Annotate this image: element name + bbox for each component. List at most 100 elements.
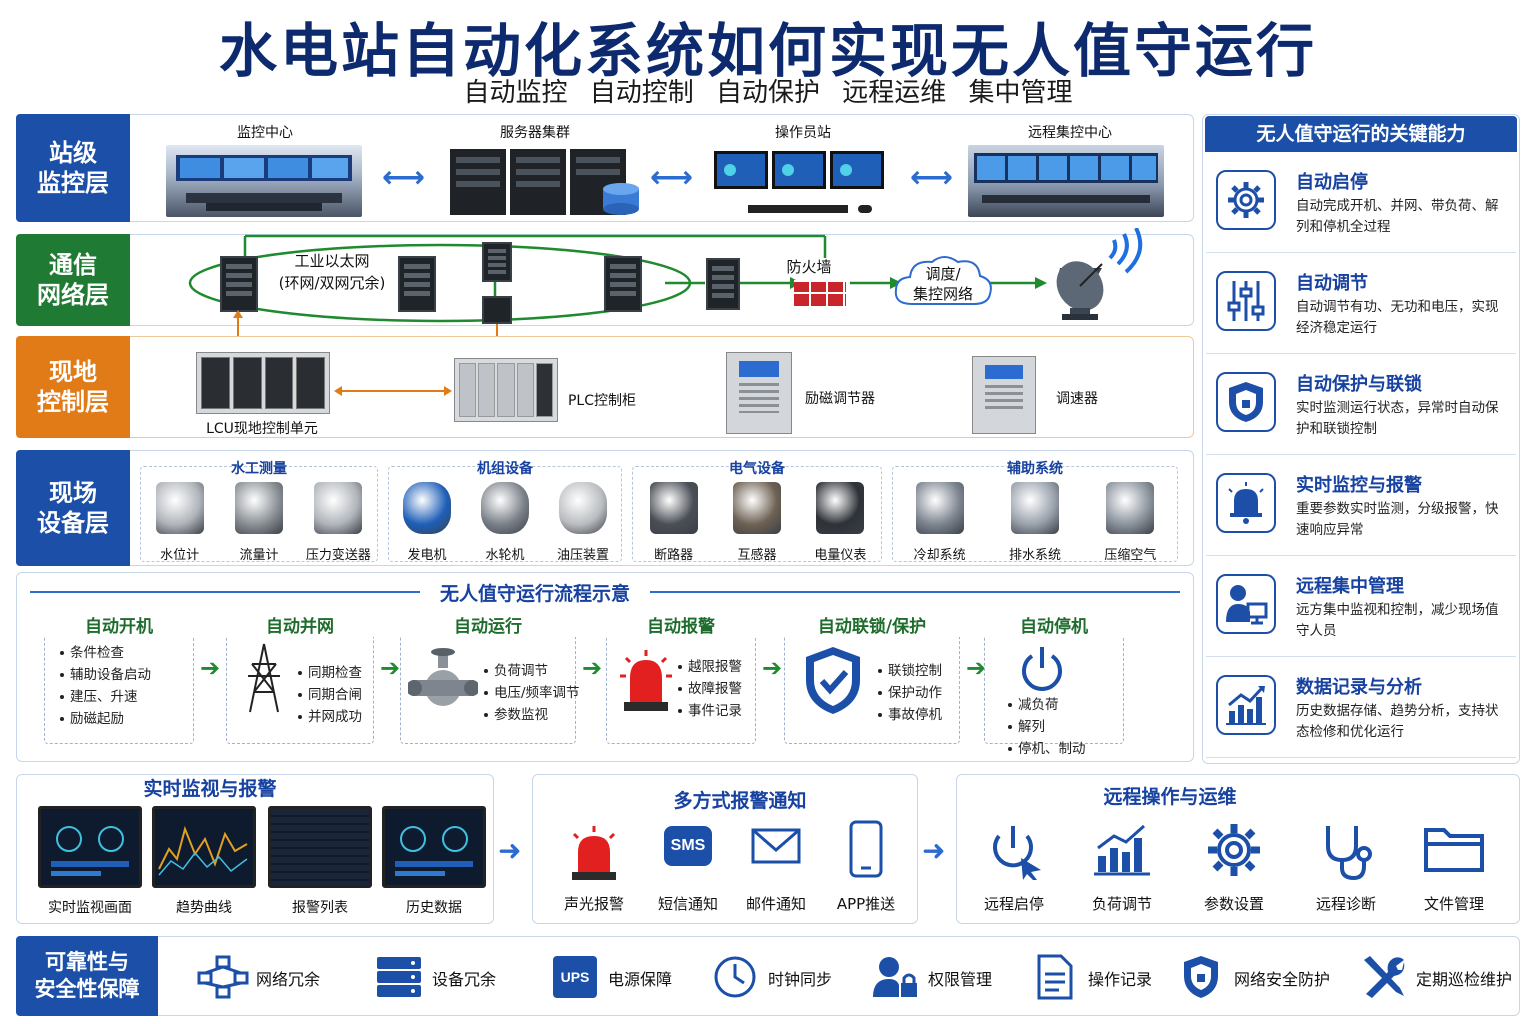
field-device-label: 压缩空气 (1104, 548, 1157, 563)
field-layer-tag: 现场 设备层 (16, 450, 130, 566)
bidirectional-arrow-2: ⟷ (650, 160, 694, 195)
power-cursor-icon (982, 822, 1046, 882)
firewall-label: 防火墙 (786, 258, 832, 276)
bullet-dot (298, 671, 302, 675)
station-item-remote-control-center: 远程集控中心 (1028, 125, 1112, 141)
field-device-image (915, 482, 964, 534)
field-device-label: 断路器 (654, 548, 694, 563)
control-item-plc: PLC控制柜 (567, 393, 637, 409)
bullet-dot (60, 651, 64, 655)
field-device-label: 排水系统 (1008, 548, 1061, 563)
monitor-item-label: 报警列表 (292, 900, 348, 916)
bullet-dot (484, 691, 488, 695)
field-device-image (1106, 482, 1155, 534)
sms-icon: SMS (656, 826, 720, 886)
capability-desc: 重要参数实时监测，分级报警，快速响应异常 (1296, 501, 1499, 538)
alarm-light-icon (618, 648, 674, 714)
flow-step-bullet: 条件检查 (70, 645, 124, 661)
capability-title: 实时监控与报警 (1296, 475, 1422, 496)
remote-control-center-image (968, 145, 1164, 217)
security-shield-icon (1174, 954, 1228, 1000)
smartphone-icon (834, 820, 898, 880)
capability-card (1206, 257, 1516, 354)
bullet-dot (60, 673, 64, 677)
user-lock-icon (868, 954, 922, 1000)
network-switch-4 (482, 296, 512, 324)
flow-step-bullet: 事件记录 (688, 703, 742, 719)
capability-desc: 实时监测运行状态，异常时自动保护和联锁控制 (1296, 400, 1499, 437)
wrench-screwdriver-icon (1356, 954, 1410, 1000)
bullet-dot (678, 709, 682, 713)
reliability-item-label: 时钟同步 (768, 970, 833, 989)
stethoscope-icon (1314, 822, 1378, 882)
bullet-dot (678, 665, 682, 669)
monitor-item-label: 历史数据 (406, 900, 462, 916)
network-topology-icon (196, 954, 250, 1000)
flow-step-title: 自动并网 (226, 612, 374, 637)
bullet-dot (1008, 725, 1012, 729)
flow-step-bullet: 减负荷 (1018, 697, 1059, 713)
bell-icon (1216, 473, 1276, 533)
flow-title-line-left (30, 591, 420, 593)
flow-step-bullet: 并网成功 (308, 709, 362, 725)
field-device-image (733, 482, 781, 534)
clock-icon (708, 954, 762, 1000)
valve-icon (406, 646, 480, 716)
flow-next-arrow: ➔ (762, 654, 783, 682)
reliability-item-label: 电源保障 (608, 970, 673, 989)
gear-icon (1216, 170, 1276, 230)
document-icon (1028, 954, 1082, 1000)
flow-step-title: 自动开机 (44, 612, 194, 637)
flow-step-title: 自动停机 (984, 612, 1124, 637)
field-device-image (403, 482, 451, 534)
capability-title: 数据记录与分析 (1296, 677, 1422, 698)
folder-icon (1422, 822, 1486, 882)
capability-title: 自动启停 (1296, 172, 1368, 193)
bullet-dot (878, 713, 882, 717)
notify-item-label: 声光报警 (563, 895, 624, 913)
field-device-image (481, 482, 529, 534)
cloud-icon (894, 256, 992, 305)
reliability-item-label: 网络冗余 (256, 970, 321, 989)
station-item-operator-station: 操作员站 (775, 125, 831, 141)
excitation-cabinet-image (726, 352, 792, 434)
bullet-dot (1008, 703, 1012, 707)
monitor-item-label: 实时监视画面 (48, 900, 132, 916)
field-device-label: 流量计 (239, 548, 279, 563)
remote-item-label: 远程诊断 (1315, 895, 1376, 913)
field-device-label: 互感器 (737, 548, 777, 563)
notify-item-label: 短信通知 (657, 895, 718, 913)
capability-card (1206, 358, 1516, 455)
field-group-box (140, 466, 378, 562)
field-device-image (559, 482, 607, 534)
remote-item-label: 负荷调节 (1091, 895, 1152, 913)
operator-station-image (708, 145, 904, 217)
flow-step-title: 自动联锁/保护 (784, 612, 960, 637)
bidirectional-arrow-3: ⟷ (910, 160, 954, 195)
satellite-dish-icon (1056, 228, 1143, 320)
control-item-governor: 调速器 (1056, 391, 1098, 407)
reliability-panel (16, 936, 1520, 1016)
field-device-label: 电量仪表 (814, 548, 867, 563)
bar-chart-icon (1216, 675, 1276, 735)
capability-desc: 自动完成开机、并网、带负荷、解列和停机全过程 (1296, 198, 1499, 235)
capability-card (1206, 156, 1516, 253)
monitor-center-image (166, 145, 362, 217)
monitor-screen-thumbnail (152, 806, 256, 888)
capability-desc: 自动调节有功、无功和电压，实现经济稳定运行 (1296, 299, 1499, 336)
governor-cabinet-image (972, 356, 1036, 434)
flow-step-bullet: 联锁控制 (888, 663, 942, 679)
field-device-label: 冷却系统 (913, 548, 966, 563)
capability-card (1206, 560, 1516, 657)
bullet-dot (484, 713, 488, 717)
monitor-to-notify-arrow: ➜ (498, 834, 522, 867)
field-device-image (816, 482, 865, 534)
monitor-screen-thumbnail (382, 806, 486, 888)
bullet-dot (878, 669, 882, 673)
capability-desc: 远方集中监视和控制，减少现场值守人员 (1296, 602, 1499, 639)
flow-step-bullet: 负荷调节 (494, 663, 548, 679)
bullet-dot (60, 717, 64, 721)
shield-check-icon (802, 644, 864, 716)
field-group-box (388, 466, 622, 562)
firewall-icon (794, 280, 846, 306)
